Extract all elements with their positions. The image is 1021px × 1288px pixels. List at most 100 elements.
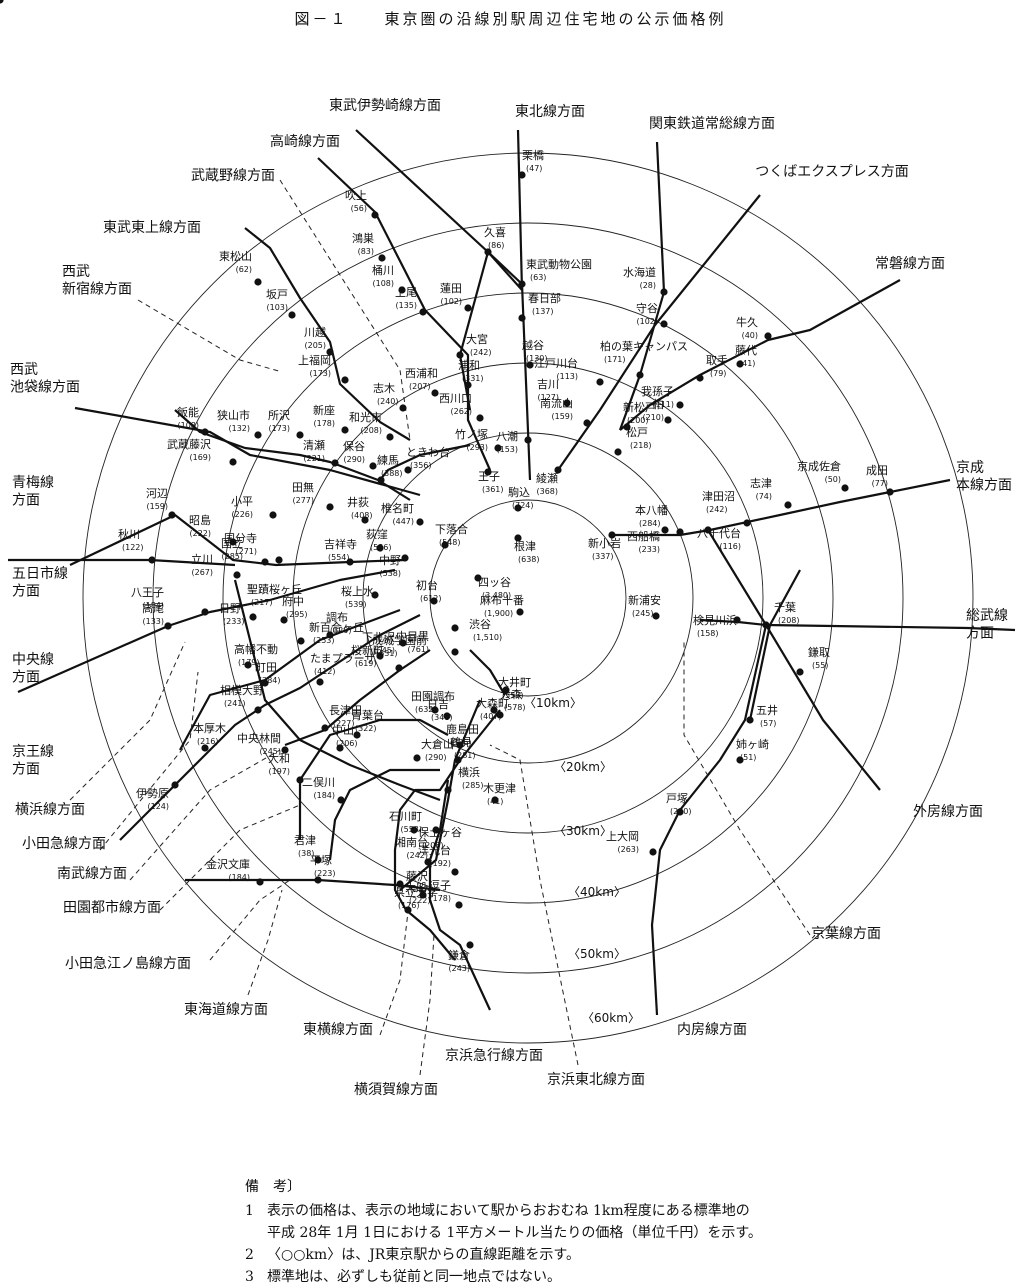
station-dot	[419, 891, 427, 899]
line-direction-label: 京浜東北線方面	[547, 1072, 645, 1088]
line-direction-label: 横浜線方面	[15, 802, 85, 818]
station-price: (41)	[487, 797, 503, 806]
station-dot	[371, 591, 379, 599]
station-price: (207)	[409, 382, 431, 391]
station-dot	[563, 399, 571, 407]
station-price: (295)	[286, 610, 308, 619]
railway-line	[119, 614, 421, 841]
station-price: (79)	[710, 369, 726, 378]
station-name: 竹ノ塚	[455, 427, 488, 441]
station-dot	[369, 462, 377, 470]
station-dot	[201, 608, 209, 616]
station-price: (407)	[480, 712, 502, 721]
station-dot	[296, 431, 304, 439]
station-dot	[652, 612, 660, 620]
station-name: 昭島	[189, 513, 211, 527]
station-name: 吉川	[537, 378, 559, 391]
ring-label: 〈60km〉	[582, 1011, 640, 1025]
station-price: (184)	[313, 791, 335, 800]
station-price: (171)	[604, 355, 626, 364]
note-number: 2	[245, 1247, 254, 1263]
station-name: 大和	[268, 751, 290, 765]
station-dot	[496, 711, 504, 719]
station-price: (47)	[526, 164, 542, 173]
station-price: (102)	[440, 297, 462, 306]
station-price: (290)	[425, 753, 447, 762]
line-direction-label: 西武新宿線方面	[62, 264, 132, 298]
distance-ring	[152, 222, 904, 974]
station-price: (337)	[592, 552, 614, 561]
line-direction-label: 京葉線方面	[811, 926, 881, 942]
station-price: (388)	[381, 469, 403, 478]
station-price: (226)	[231, 510, 253, 519]
railway-line	[379, 443, 471, 481]
station-name: 河辺	[146, 487, 168, 500]
station-name: 成城学園前	[372, 633, 427, 647]
station-name: 戸塚	[666, 792, 688, 805]
station-price: (242)	[706, 505, 728, 514]
station-dot	[346, 558, 354, 566]
ring-label: 〈10km〉	[524, 696, 582, 710]
station-name: 鴻巣	[352, 231, 374, 245]
station-name: 初台	[416, 578, 438, 592]
railway-line	[557, 194, 761, 471]
station-price: (447)	[392, 517, 414, 526]
station-name: 鎌取	[808, 645, 830, 659]
station-price: (176)	[398, 901, 420, 910]
station-name: 日野	[219, 602, 241, 615]
station-price: (130)	[526, 354, 548, 363]
station-price: (205)	[304, 341, 326, 350]
station-dot	[736, 756, 744, 764]
distance-ring	[429, 499, 627, 697]
station-name: 国分寺	[224, 532, 257, 545]
station-dot	[201, 428, 209, 436]
station-dot	[432, 826, 440, 834]
railway-line	[284, 649, 431, 747]
note-item: 1 表示の価格は、表示の地域において駅からおおむね 1km程度にある標準地の 平…	[245, 1200, 762, 1244]
station-name: 大宮	[466, 332, 488, 346]
station-name: 四ッ谷	[478, 576, 511, 589]
station-price: (553)	[400, 825, 422, 834]
station-price: (210)	[642, 413, 664, 422]
station-price: (208)	[360, 426, 382, 435]
distance-ring	[82, 152, 974, 1044]
station-dot	[664, 416, 672, 424]
line-direction-label: 南武線方面	[57, 866, 127, 882]
station-price: (113)	[556, 372, 578, 381]
station-name: 柏の葉キャンパス	[600, 339, 688, 353]
station-name: 立川	[191, 552, 213, 566]
dashed-leader	[129, 749, 281, 881]
station-price: (108)	[177, 421, 199, 430]
station-price: (153)	[496, 445, 518, 454]
line-direction-label: 常磐線方面	[875, 256, 945, 272]
station-price: (28)	[640, 281, 656, 290]
station-name: 中野	[379, 554, 401, 567]
distance-ring	[222, 292, 834, 904]
station-name: 吹上	[345, 189, 367, 202]
station-price: (207)	[410, 885, 432, 894]
station-name: 東武動物公園	[526, 257, 592, 271]
line-direction-label: 東横線方面	[303, 1022, 373, 1038]
station-dot	[377, 476, 385, 484]
line-direction-label: つくばエクスプレス方面	[755, 164, 909, 180]
station-name: 京成佐倉	[797, 459, 841, 473]
station-price: (184)	[228, 873, 250, 882]
station-dot	[431, 706, 439, 714]
station-dot	[256, 878, 264, 886]
station-name: 志木	[373, 382, 395, 395]
station-dot	[404, 906, 412, 914]
station-price: (284)	[259, 676, 281, 685]
dashed-leader	[279, 179, 411, 441]
station-name: 鹿島田	[446, 722, 479, 736]
station-name: 千葉	[774, 600, 796, 614]
station-name: 八潮	[496, 429, 518, 443]
station-price: (222)	[189, 529, 211, 538]
station-price: (230)	[670, 807, 692, 816]
station-name: 大船	[405, 880, 427, 894]
station-dot	[148, 556, 156, 564]
station-name: 聖蹟桜ヶ丘	[247, 582, 302, 596]
station-name: 清瀬	[303, 438, 325, 452]
station-name: たまプラーザ	[310, 652, 375, 665]
station-price: (285)	[462, 781, 484, 790]
